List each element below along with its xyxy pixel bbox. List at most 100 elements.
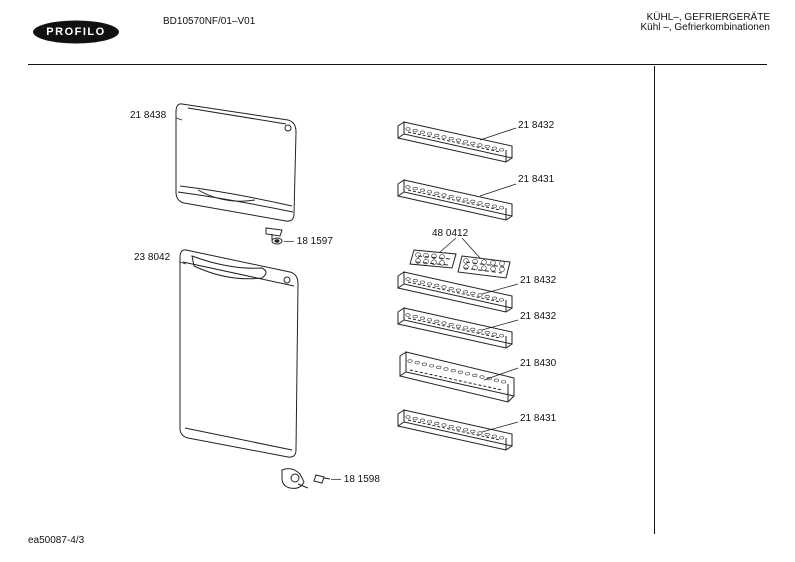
shelf-hole: [501, 380, 507, 384]
shelf-hole: [477, 431, 483, 435]
shelf-hole: [412, 315, 418, 319]
shelf-holes-4: [405, 313, 505, 338]
shelf-hole: [484, 295, 490, 299]
shelf-hole: [493, 378, 499, 382]
shelf-hole: [434, 319, 440, 324]
part-number-fridge-door: 23 8042: [134, 252, 171, 263]
door-shelf-3[interactable]: [397, 271, 513, 313]
shelf-hole: [477, 143, 483, 147]
shelf-hole: [427, 132, 433, 136]
door-shelf-5[interactable]: [399, 351, 515, 403]
egg-cup: [472, 258, 478, 265]
shelf-hole: [436, 365, 442, 370]
shelf-hole: [427, 318, 433, 322]
shelf-hole: [499, 436, 505, 440]
shelf-hole: [421, 362, 427, 366]
shelf-holes-2: [405, 185, 505, 210]
shelf-hole: [465, 372, 471, 376]
shelf-hole: [499, 206, 505, 210]
shelf-hole: [470, 199, 476, 203]
egg-cup: [439, 260, 445, 266]
shelf-hole: [463, 140, 469, 144]
shelf-hole: [491, 204, 497, 208]
shelf-hole: [463, 326, 469, 330]
shelf-hole: [491, 434, 497, 438]
shelf-hole: [441, 321, 447, 325]
part-number-shelf-6: 21 8431: [520, 413, 557, 424]
egg-cup: [499, 260, 505, 267]
egg-cup: [472, 264, 478, 271]
shelf-hole: [463, 290, 469, 294]
shelf-hole: [441, 193, 447, 197]
shelf-hole: [412, 279, 418, 283]
shelf-hole: [472, 373, 478, 378]
door-shelf-2[interactable]: [397, 179, 513, 221]
shelf-hole: [477, 329, 483, 333]
hinge-bottom[interactable]: [281, 468, 331, 489]
shelf-hole: [499, 298, 505, 302]
shelf-hole: [419, 316, 425, 320]
leader-lines: [175, 117, 519, 433]
door-shelf-6[interactable]: [397, 409, 513, 451]
shelf-hole: [419, 280, 425, 284]
part-number-shelf-2: 21 8431: [518, 174, 555, 185]
shelf-hole: [412, 417, 418, 421]
door-shelf-4[interactable]: [397, 307, 513, 349]
part-number-hinge-bottom: — 18 1598: [331, 474, 380, 485]
shelf-hole: [434, 191, 440, 195]
shelf-hole: [470, 141, 476, 145]
part-number-shelf-3: 21 8432: [520, 275, 557, 286]
fridge-door[interactable]: [179, 249, 299, 458]
door-shelf-1[interactable]: [397, 121, 513, 163]
shelf-holes-5: [407, 359, 507, 384]
shelf-hole: [419, 418, 425, 422]
egg-cup: [423, 258, 429, 265]
egg-cup: [439, 254, 445, 260]
shelf-hole: [491, 296, 497, 300]
egg-cup: [490, 260, 496, 266]
shelf-hole: [450, 369, 456, 373]
shelf-hole: [463, 428, 469, 432]
part-number-shelf-5: 21 8430: [520, 358, 557, 369]
shelf-hole: [419, 188, 425, 192]
shelf-hole: [484, 145, 490, 149]
egg-cup: [415, 252, 421, 258]
egg-cup: [481, 259, 487, 265]
shelf-hole: [455, 288, 461, 292]
category-title: KÜHL–, GEFRIERGERÄTE: [646, 12, 770, 23]
part-number-hinge-top: — 18 1597: [284, 236, 333, 247]
shelf-hole: [441, 135, 447, 139]
shelf-hole: [405, 415, 411, 419]
shelf-hole: [470, 291, 476, 296]
egg-cup: [423, 252, 429, 259]
egg-cup: [415, 258, 421, 264]
shelf-hole: [434, 421, 440, 426]
shelf-hole: [429, 364, 435, 368]
shelf-hole: [477, 201, 483, 205]
shelf-hole: [479, 375, 485, 379]
freezer-door[interactable]: [175, 103, 297, 222]
shelf-hole: [486, 377, 492, 381]
profilo-logo: [33, 20, 119, 44]
shelf-hole: [448, 425, 454, 429]
egg-cup: [463, 264, 469, 270]
egg-cup: [481, 265, 487, 271]
shelf-hole: [457, 370, 463, 374]
shelf-hole: [405, 277, 411, 281]
shelf-hole: [448, 137, 454, 141]
shelf-hole: [448, 195, 454, 199]
part-number-egg-tray: 48 0412: [432, 228, 469, 239]
egg-cup: [490, 266, 496, 272]
egg-cup: [431, 259, 437, 265]
header-divider: [28, 64, 767, 65]
shelf-hole: [455, 196, 461, 200]
shelf-hole: [412, 129, 418, 133]
brand-name: PROFILO: [46, 26, 106, 38]
shelf-hole: [484, 203, 490, 207]
egg-cup: [463, 258, 469, 264]
shelf-hole: [499, 334, 505, 338]
shelf-hole: [484, 331, 490, 335]
category-subtitle: Kühl –, Gefrierkombinationen: [640, 22, 770, 33]
hinge-top[interactable]: [265, 227, 283, 245]
shelf-hole: [455, 138, 461, 142]
